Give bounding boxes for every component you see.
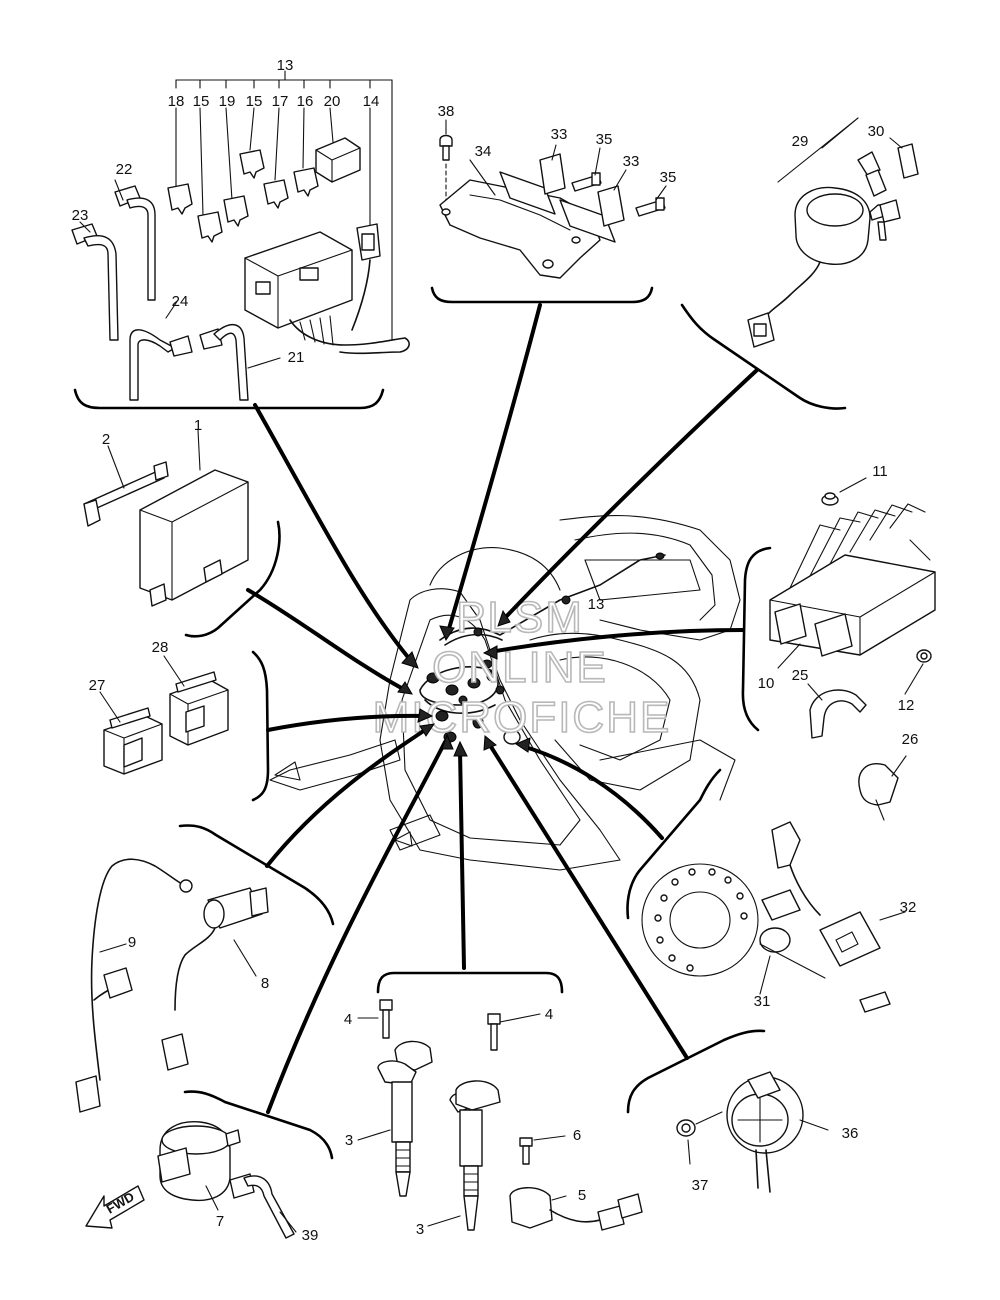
callout-26: 26 — [902, 731, 919, 748]
callout-2: 2 — [102, 431, 110, 448]
callout-3-a: 3 — [345, 1132, 353, 1149]
callout-19: 19 — [219, 93, 236, 110]
callout-33-b: 33 — [623, 153, 640, 170]
callout-labels: 13 18 15 19 15 17 16 20 14 22 23 24 21 3… — [72, 57, 919, 1244]
callout-13-top: 13 — [277, 57, 294, 74]
callout-27: 27 — [89, 677, 106, 694]
forward-arrow: FWD — [85, 1185, 145, 1229]
callout-35-a: 35 — [596, 131, 613, 148]
callout-29: 29 — [792, 133, 809, 150]
switch-group — [157, 1121, 297, 1239]
callout-17: 17 — [272, 93, 289, 110]
callout-34: 34 — [475, 143, 492, 160]
callout-8: 8 — [261, 975, 269, 992]
callout-32: 32 — [900, 899, 917, 916]
callout-15-a: 15 — [193, 93, 210, 110]
callout-22: 22 — [116, 161, 133, 178]
callout-15-b: 15 — [246, 93, 263, 110]
callout-38: 38 — [438, 103, 455, 120]
leader-arrowheads — [397, 609, 531, 757]
callout-11: 11 — [872, 463, 888, 480]
callout-20: 20 — [324, 93, 341, 110]
callout-33-a: 33 — [551, 126, 568, 143]
ecu-group — [83, 429, 249, 607]
relay-bracket-group — [439, 119, 667, 279]
callout-10: 10 — [758, 675, 775, 692]
fuse-box-group — [71, 70, 410, 401]
group-brackets — [73, 286, 847, 1160]
callout-14: 14 — [363, 93, 380, 110]
ignition-coil-group — [357, 999, 643, 1231]
callout-24: 24 — [172, 293, 189, 310]
callout-4-b: 4 — [545, 1006, 553, 1023]
callout-6: 6 — [573, 1127, 581, 1144]
callout-4-a: 4 — [344, 1011, 352, 1028]
callout-25: 25 — [792, 667, 809, 684]
callout-37: 37 — [692, 1177, 709, 1194]
callout-31: 31 — [754, 993, 771, 1010]
callout-1: 1 — [194, 417, 202, 434]
callout-30: 30 — [868, 123, 885, 140]
callout-16: 16 — [297, 93, 314, 110]
main-switch-group — [747, 117, 919, 348]
speaker-group — [676, 1071, 829, 1193]
pickup-group — [641, 821, 906, 1013]
callout-23: 23 — [72, 207, 89, 224]
sensor-lead-group — [75, 858, 269, 1113]
callout-28: 28 — [152, 639, 169, 656]
callout-3-b: 3 — [416, 1221, 424, 1238]
callout-39: 39 — [302, 1227, 319, 1244]
watermark-line-2: ONLINE — [432, 643, 608, 692]
callout-5: 5 — [578, 1187, 586, 1204]
callout-18: 18 — [168, 93, 185, 110]
callout-36: 36 — [842, 1125, 859, 1142]
rectifier-group — [769, 477, 936, 821]
callout-35-b: 35 — [660, 169, 677, 186]
callout-21: 21 — [288, 349, 305, 366]
callout-13-mid: 13 — [588, 596, 605, 613]
relay-group — [99, 655, 229, 775]
callout-12: 12 — [898, 697, 915, 714]
callout-7: 7 — [216, 1213, 224, 1230]
callout-9: 9 — [128, 934, 136, 951]
leader-lines — [246, 303, 759, 1114]
